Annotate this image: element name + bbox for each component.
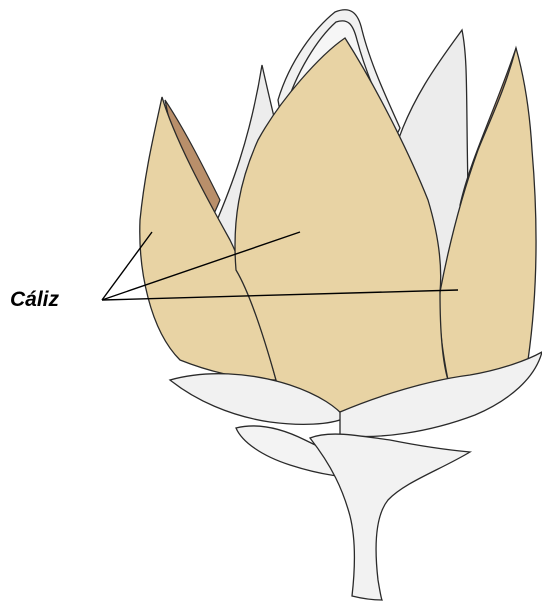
stem (310, 434, 470, 600)
calyx-label: Cáliz (10, 288, 60, 311)
